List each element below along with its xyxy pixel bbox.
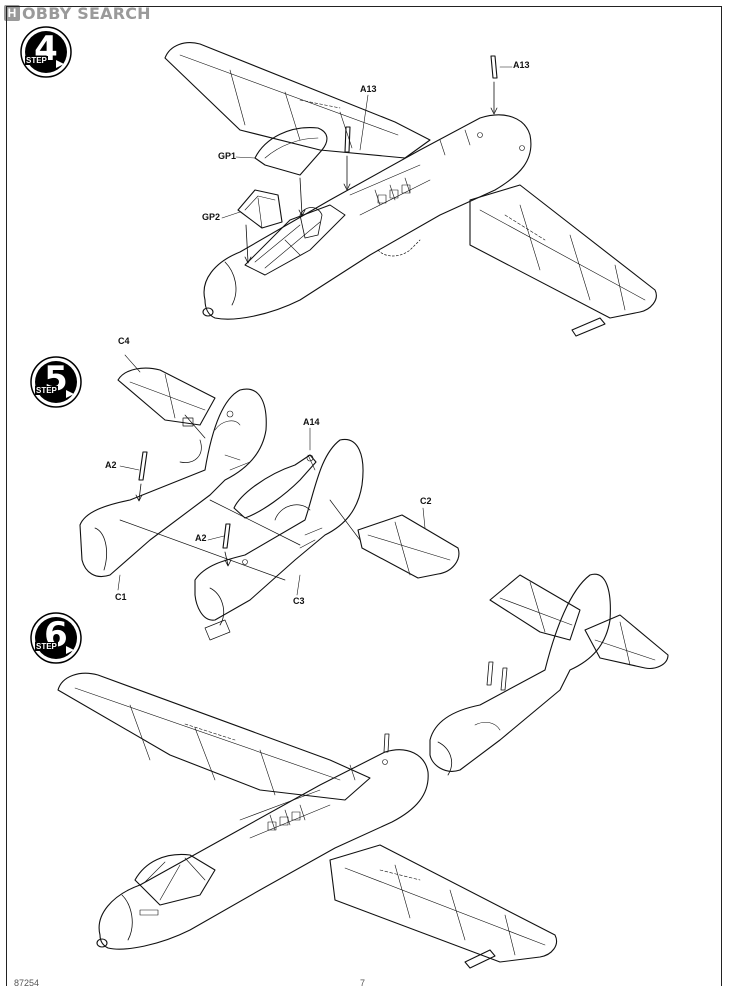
label-a13-mid: A13: [360, 84, 377, 94]
step-4-badge: 4 STEP: [20, 26, 72, 78]
step5-assembly: [80, 355, 459, 640]
page-number: 7: [360, 978, 366, 988]
step6-tail-section: [430, 574, 610, 771]
step4-aircraft: [165, 43, 656, 336]
label-gp1: GP1: [218, 151, 237, 161]
label-c2: C2: [420, 496, 432, 506]
label-c4: C4: [118, 336, 130, 346]
step5-rear-fuselage-c1: [80, 389, 266, 576]
hobby-search-logo-icon: H: [4, 5, 20, 21]
step5-stabilizer-c2: [358, 515, 459, 578]
step4-canopy-gp1: [255, 128, 327, 175]
step5-stabilizer-c4: [118, 368, 215, 425]
step-6-badge: 6 STEP: [30, 612, 82, 664]
step6-left-wing: [58, 673, 370, 800]
step4-fuselage: [204, 115, 531, 319]
page-frame: [6, 6, 722, 986]
label-a2-top: A2: [105, 460, 117, 470]
step4-left-wing: [165, 43, 430, 158]
step6-fuselage: [99, 750, 428, 949]
step4-part-a13-top: [491, 56, 497, 78]
label-c3: C3: [293, 596, 305, 606]
watermark: H OBBY SEARCH: [4, 2, 151, 24]
step5-part-a2-bottom: [223, 524, 230, 548]
step4-part-a13-mid: [345, 127, 350, 152]
step6-aircraft: [58, 574, 668, 968]
step4-cockpit-opening: [245, 205, 345, 275]
label-a2-bottom: A2: [195, 533, 207, 543]
step4-right-wing: [470, 185, 656, 318]
label-a13-top: A13: [513, 60, 530, 70]
step5-fuselage-c3: [195, 439, 363, 620]
step6-canopy: [135, 854, 215, 905]
label-gp2: GP2: [202, 212, 221, 222]
step5-part-a2-top: [139, 452, 147, 480]
step5-part-a14: [234, 455, 316, 518]
step4-windscreen-gp2: [238, 190, 282, 228]
kit-code: 87254: [14, 978, 40, 988]
watermark-text: OBBY SEARCH: [22, 3, 151, 23]
label-c1: C1: [115, 592, 127, 602]
label-a14: A14: [303, 417, 320, 427]
step6-right-wing: [330, 845, 557, 962]
step-5-badge: 5 STEP: [30, 356, 82, 408]
